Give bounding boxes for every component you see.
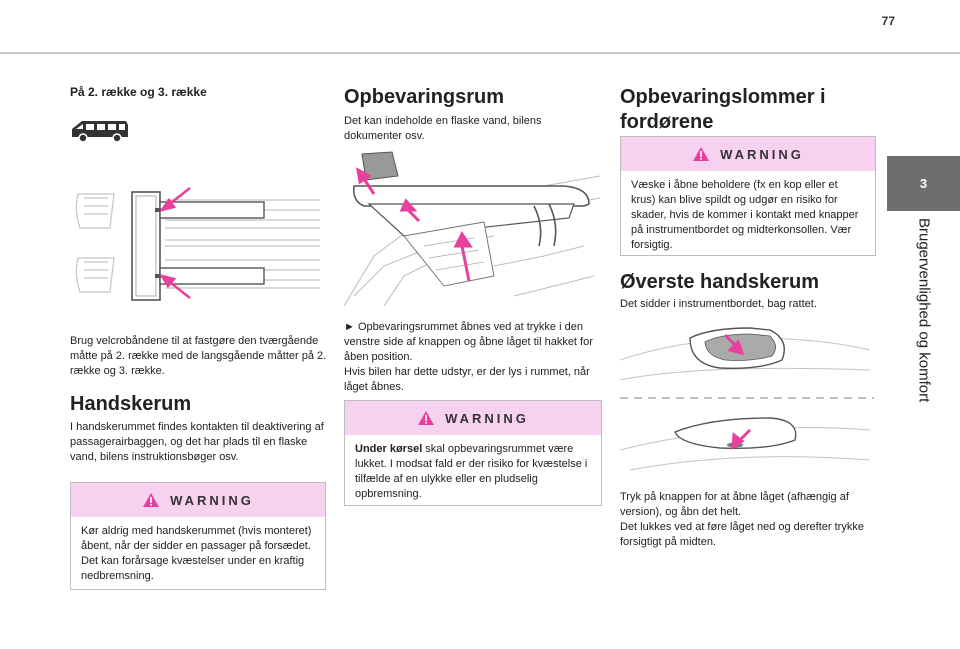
- warning-title: WARNING: [445, 410, 529, 426]
- door-pockets-title-line2: fordørene: [620, 111, 714, 133]
- door-pockets-title-line1: Opbevaringslommer i: [620, 86, 826, 108]
- van-icon: [72, 121, 128, 143]
- warning-text: Kør aldrig med handskerummet (hvis monte…: [81, 525, 312, 582]
- col1-heading: På 2. række og 3. række: [70, 85, 207, 99]
- col2-steps: ► Opbevaringsrummet åbnes ved at trykke …: [344, 320, 602, 395]
- warning-title: WARNING: [170, 492, 254, 508]
- storage-step: ► Opbevaringsrummet åbnes ved at trykke …: [344, 321, 593, 363]
- warning-body: Under kørsel skal opbevaringsrummet være…: [345, 435, 601, 510]
- warning-box-storage: WARNING Under kørsel skal opbevaringsrum…: [344, 400, 602, 506]
- chapter-tab[interactable]: 3: [887, 156, 960, 211]
- warning-box-glovebox: WARNING Kør aldrig med handskerummet (hv…: [70, 482, 326, 590]
- warning-text: Væske i åbne beholdere (fx en kop eller …: [631, 179, 859, 251]
- page-number: 77: [881, 14, 895, 28]
- warning-title: WARNING: [720, 146, 804, 162]
- storage-title: Opbevaringsrum: [344, 86, 505, 108]
- upper-glovebox-intro: Det sidder i instrumentbordet, bag ratte…: [620, 298, 817, 310]
- col1-heading-wrap: På 2. række og 3. række: [70, 85, 330, 99]
- col3-upper-steps: Tryk på knappen for at åbne låget (afhæn…: [620, 490, 876, 550]
- storage-note: Hvis bilen har dette udstyr, er der lys …: [344, 366, 590, 393]
- col2-section: Opbevaringsrum Det kan indeholde en flas…: [344, 85, 600, 144]
- chapter-title: Brugervenlighed og komfort: [888, 218, 960, 448]
- glovebox-text: I handskerummet findes kontakten til dea…: [70, 421, 324, 463]
- floor-mat-diagram: [75, 187, 320, 301]
- storage-intro: Det kan indeholde en flaske vand, bilens…: [344, 115, 542, 142]
- warning-body: Kør aldrig med handskerummet (hvis monte…: [71, 517, 325, 592]
- col1-velcro-block: Brug velcrobåndene til at fastgøre den t…: [70, 334, 332, 379]
- warning-header: WARNING: [71, 483, 325, 517]
- warning-text: Under kørsel skal opbevaringsrummet være…: [355, 442, 591, 502]
- upper-glovebox-text: Tryk på knappen for at åbne låget (afhæn…: [620, 491, 849, 518]
- glovebox-title: Handskerum: [70, 393, 192, 415]
- upper-glovebox-text2: Det lukkes ved at føre låget ned og dere…: [620, 521, 864, 548]
- header-rule: [0, 52, 960, 54]
- warning-header: WARNING: [345, 401, 601, 435]
- upper-glovebox-title: Øverste handskerum: [620, 271, 819, 293]
- col1-section: Handskerum I handskerummet findes kontak…: [70, 392, 332, 465]
- warning-triangle-icon: [693, 147, 710, 161]
- warning-triangle-icon: [143, 493, 160, 507]
- col3-section: Opbevaringslommer i fordørene: [620, 85, 876, 135]
- velcro-text: Brug velcrobåndene til at fastgøre den t…: [70, 335, 327, 377]
- warning-box-door-pockets: WARNING Væske i åbne beholdere (fx en ko…: [620, 136, 876, 256]
- warning-text-rest: skal opbevaringsrummet være lukket. I mo…: [355, 443, 588, 500]
- col3-upper-section: Øverste handskerum Det sidder i instrume…: [620, 270, 876, 312]
- chapter-title-text: Brugervenlighed og komfort: [915, 218, 933, 403]
- warning-body: Væske i åbne beholdere (fx en kop eller …: [621, 171, 875, 261]
- warning-header: WARNING: [621, 137, 875, 171]
- warning-triangle-icon: [418, 411, 435, 425]
- warning-text-bold: Under kørsel: [355, 443, 423, 455]
- storage-compartment-diagram: [344, 151, 600, 306]
- upper-glovebox-diagram: [620, 327, 874, 471]
